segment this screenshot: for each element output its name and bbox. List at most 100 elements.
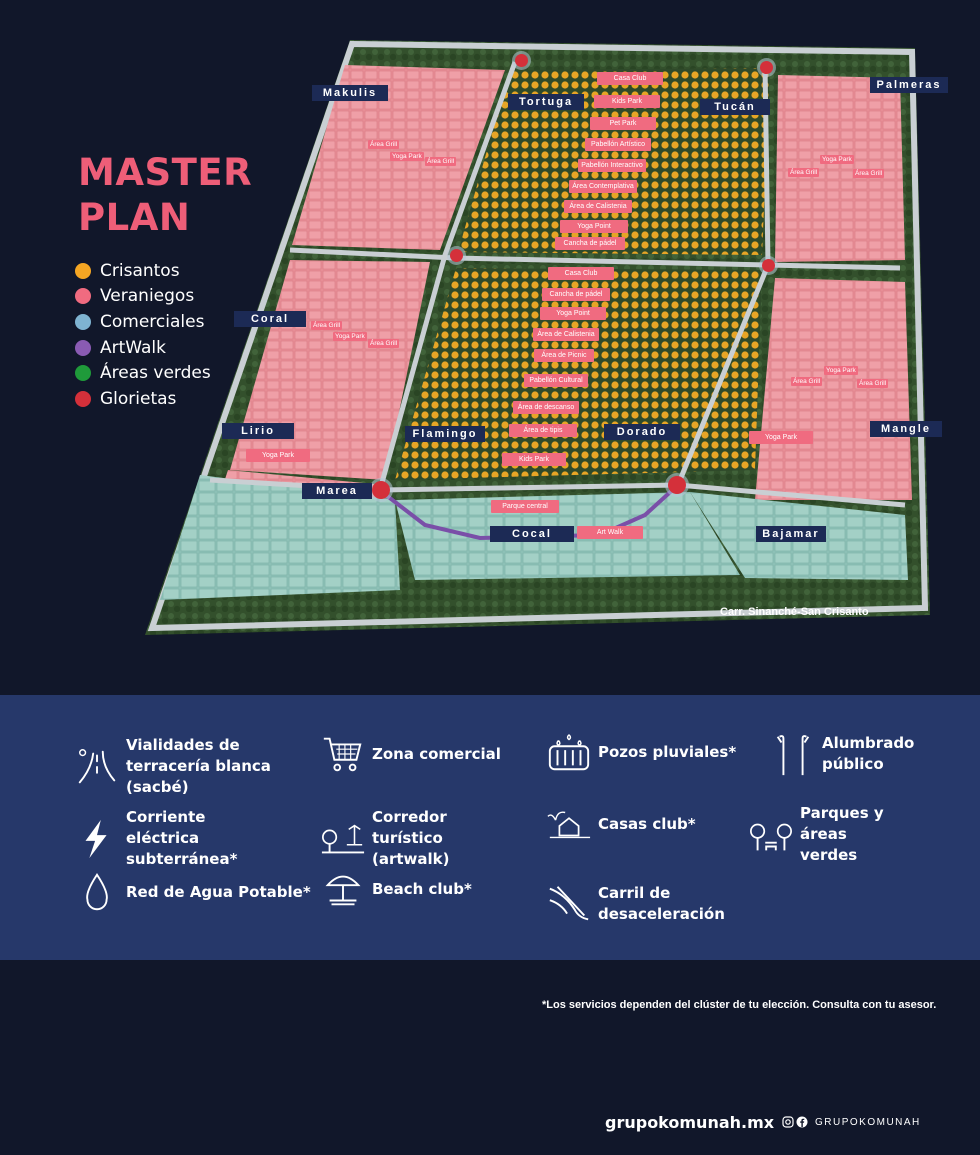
feature-alumbrado: Alumbrado público xyxy=(770,730,917,778)
amenity-label: Área de Calistenia xyxy=(533,328,599,341)
feature-beach: Beach club* xyxy=(320,865,472,913)
amenity-label: Área Contemplativa xyxy=(569,180,637,193)
yoga-park-tag: Yoga Park xyxy=(824,366,858,375)
zone-cocal: Cocal xyxy=(490,526,574,542)
feature-label: Red de Agua Potable* xyxy=(126,882,311,901)
legend-item: ArtWalk xyxy=(75,335,211,361)
roundabout xyxy=(760,61,773,74)
legend-label: Crisantos xyxy=(100,260,180,281)
zone-lirio: Lirio xyxy=(222,423,294,439)
roundabout xyxy=(372,481,390,499)
amenity-label: Casa Club xyxy=(597,72,663,85)
legend-item: Glorietas xyxy=(75,386,211,412)
amenity-label: Área de tipis xyxy=(509,424,577,437)
amenity-label: Pabellón Cultural xyxy=(524,374,588,387)
feature-carril: Carril de desaceleración xyxy=(546,880,728,928)
feature-corriente: Corriente eléctrica subterránea* xyxy=(74,807,276,870)
legend-dot xyxy=(75,390,91,407)
feature-label: Pozos pluviales* xyxy=(598,742,737,761)
legend-dot xyxy=(75,288,91,305)
perimeter-road xyxy=(147,40,929,632)
legend-item: Crisantos xyxy=(75,258,211,284)
amenity-label: Pet Park xyxy=(590,117,656,130)
amenity-label: Casa Club xyxy=(548,267,614,280)
feature-vialidades: Vialidades de terracería blanca (sacbé) xyxy=(74,735,301,798)
title-line-1: MASTER xyxy=(78,151,253,194)
road-south xyxy=(209,477,906,508)
social-handle[interactable]: GRUPOKOMUNAH xyxy=(782,1116,921,1128)
legend-dot xyxy=(75,313,91,330)
feature-label: Parques y áreas verdes xyxy=(800,804,884,864)
road-caption: Carr. Sinanché-San Crisanto xyxy=(720,606,869,618)
trees-bench-icon xyxy=(750,823,792,850)
feature-label: Carril de desaceleración xyxy=(598,884,725,923)
feature-label: Alumbrado público xyxy=(822,734,915,773)
block-marea xyxy=(160,475,400,600)
amenity-label: Pabellón Artístico xyxy=(585,138,651,151)
facebook-icon[interactable] xyxy=(796,1116,808,1128)
legend: Crisantos Veraniegos Comerciales ArtWalk… xyxy=(75,258,211,412)
page-title: MASTER PLAN xyxy=(78,150,252,240)
footnote: *Los servicios dependen del clúster de t… xyxy=(542,999,937,1011)
legend-dot xyxy=(75,339,91,356)
legend-label: Comerciales xyxy=(100,311,205,332)
amenity-label: Área de Picnic xyxy=(534,349,594,362)
zone-marea: Marea xyxy=(302,483,372,499)
title-line-2: PLAN xyxy=(78,196,191,239)
amenity-label: Kids Park xyxy=(502,453,566,466)
amenity-label: Pabellón Interactivo xyxy=(578,159,646,172)
umbrella-icon xyxy=(325,875,361,906)
yoga-park-tag: Yoga Park xyxy=(333,332,367,341)
feature-parques: Parques y áreas verdes xyxy=(748,803,900,866)
zone-tortuga: Tortuga xyxy=(508,94,584,110)
art-walk-tag: Art Walk xyxy=(577,526,643,539)
amenity-label: Área de Calistenia xyxy=(564,200,632,213)
area-grill-tag: Área Grill xyxy=(425,157,457,166)
yoga-park-tag: Yoga Park xyxy=(246,449,310,462)
zone-dorado: Dorado xyxy=(604,424,680,440)
legend-label: Glorietas xyxy=(100,388,177,409)
park-icon xyxy=(321,824,365,853)
feature-zona-comercial: Zona comercial xyxy=(320,730,501,778)
zone-flamingo: Flamingo xyxy=(405,426,485,442)
legend-item: Veraniegos xyxy=(75,284,211,310)
amenity-label: Kids Park xyxy=(594,95,660,108)
feature-label: Corriente eléctrica subterránea* xyxy=(126,808,238,868)
area-grill-tag: Área Grill xyxy=(311,321,343,330)
area-grill-tag: Área Grill xyxy=(368,339,400,348)
zone-coral: Coral xyxy=(234,311,306,327)
zone-palmeras: Palmeras xyxy=(870,77,948,93)
roundabout xyxy=(762,259,775,272)
master-plan-map xyxy=(145,40,930,635)
road-icon xyxy=(78,748,116,783)
feature-label: Corredor turístico (artwalk) xyxy=(372,808,450,868)
roundabout xyxy=(450,249,463,262)
legend-item: Comerciales xyxy=(75,309,211,335)
amenity-label: Yoga Point xyxy=(560,220,628,233)
legend-item: Áreas verdes xyxy=(75,360,211,386)
legend-label: Áreas verdes xyxy=(100,363,211,384)
zone-tucan: Tucán xyxy=(700,99,770,115)
yoga-park-tag: Yoga Park xyxy=(820,155,854,164)
legend-dot xyxy=(75,365,91,382)
amenity-label: Área de descanso xyxy=(513,401,579,414)
roundabout xyxy=(668,476,686,494)
feature-corredor: Corredor turístico (artwalk) xyxy=(320,807,507,870)
website-link[interactable]: grupokomunah.mx xyxy=(605,1113,775,1132)
drain-icon xyxy=(548,734,590,771)
lightning-icon xyxy=(85,819,107,858)
instagram-icon[interactable] xyxy=(782,1116,794,1128)
streetlight-icon xyxy=(776,735,810,776)
road-middle xyxy=(289,247,901,271)
water-drop-icon xyxy=(86,873,108,911)
road-west xyxy=(377,61,518,491)
house-palm-icon xyxy=(547,811,591,839)
feature-pozos: Pozos pluviales* xyxy=(546,728,736,776)
amenity-label: Cancha de pádel xyxy=(542,288,610,301)
zone-mangle: Mangle xyxy=(870,421,942,437)
zone-bajamar: Bajamar xyxy=(756,526,826,542)
social-handle-text: GRUPOKOMUNAH xyxy=(815,1116,921,1128)
yoga-park-tag: Yoga Park xyxy=(390,152,424,161)
feature-casas-club: Casas club* xyxy=(546,800,696,848)
block-mangle xyxy=(755,278,912,500)
